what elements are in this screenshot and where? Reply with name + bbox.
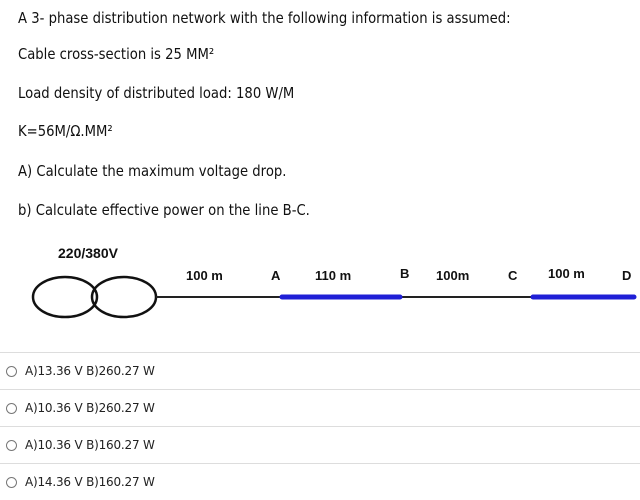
segment-label-source-a: 100 m — [186, 268, 223, 283]
answer-option-label: A)14.36 V B)160.27 W — [25, 475, 155, 489]
answer-option-4[interactable]: A)14.36 V B)160.27 W — [0, 463, 640, 500]
answer-option-3[interactable]: A)10.36 V B)160.27 W — [0, 426, 640, 463]
source-voltage-label: 220/380V — [58, 245, 119, 261]
question-a: A) Calculate the maximum voltage drop. — [18, 162, 287, 180]
segment-label-a-b: 110 m — [315, 268, 351, 283]
node-label-c: C — [508, 268, 518, 283]
transformer-primary-coil — [31, 275, 99, 319]
node-label-a: A — [271, 268, 281, 283]
answer-option-label: A)10.36 V B)160.27 W — [25, 438, 155, 452]
answer-option-label: A)10.36 V B)260.27 W — [25, 401, 155, 415]
k-value: K=56M/Ω.MM² — [18, 122, 113, 140]
node-label-b: B — [400, 266, 409, 281]
radio-button[interactable] — [6, 365, 17, 377]
answer-option-2[interactable]: A)10.36 V B)260.27 W — [0, 389, 640, 426]
segment-label-b-c: 100m — [436, 268, 469, 283]
load-density: Load density of distributed load: 180 W/… — [18, 84, 295, 102]
segment-label-c-d: 100 m — [548, 266, 585, 281]
cable-cross-section: Cable cross-section is 25 MM² — [18, 45, 215, 63]
radio-button[interactable] — [6, 402, 17, 414]
network-diagram: 220/380V 100 m A 110 m B 100m C 100 m D — [31, 245, 637, 319]
question-b: b) Calculate effective power on the line… — [18, 201, 310, 219]
radio-button[interactable] — [6, 439, 17, 451]
answer-option-1[interactable]: A)13.36 V B)260.27 W — [0, 352, 640, 389]
radio-button[interactable] — [6, 476, 17, 488]
node-label-d: D — [622, 268, 631, 283]
problem-intro: A 3- phase distribution network with the… — [18, 9, 511, 27]
answer-option-label: A)13.36 V B)260.27 W — [25, 364, 155, 378]
transformer-secondary-coil — [90, 275, 158, 319]
